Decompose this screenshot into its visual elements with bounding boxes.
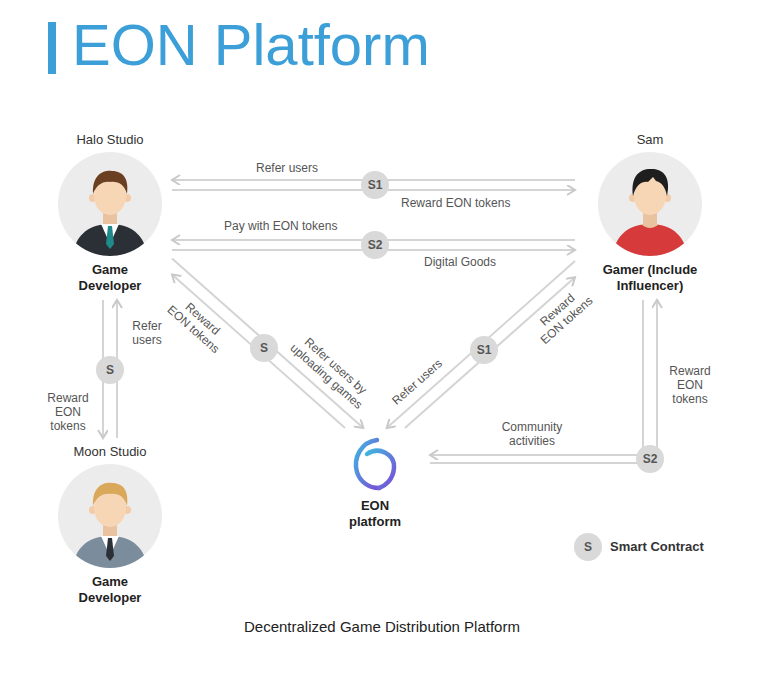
node-role: Gamer (Include Influencer): [580, 262, 720, 294]
avatar-illustration: [598, 152, 702, 256]
avatar-illustration: [58, 464, 162, 568]
edge-label: Refer users: [126, 319, 168, 347]
connector-arrow: [405, 277, 575, 428]
person-node: SamGamer (Include Influencer): [575, 126, 725, 300]
title-text: EON Platform: [72, 10, 430, 80]
smart-contract-circle: S1: [470, 336, 498, 364]
edge-label: Reward EON tokens: [400, 196, 511, 210]
eon-logo: [345, 434, 405, 494]
smart-contract-circle: S: [96, 356, 124, 384]
person-node: Halo StudioGame Developer: [48, 126, 172, 300]
edge-label: Refer users: [255, 161, 319, 175]
caption-text: Decentralized Game Distribution Platform: [244, 618, 520, 636]
node-name: Halo Studio: [76, 132, 143, 148]
node-name: Sam: [637, 132, 664, 148]
node-role: Game Developer: [68, 262, 152, 294]
node-role: EON platform: [337, 498, 413, 530]
edge-label: Pay with EON tokens: [223, 219, 338, 233]
person-node: Moon StudioGame Developer: [48, 438, 172, 612]
avatar-figure: [58, 464, 162, 568]
smart-contract-circle: S2: [636, 445, 664, 473]
node-name: Moon Studio: [74, 444, 147, 460]
smart-contract-circle: S: [574, 533, 602, 561]
edge-label: Reward EON tokens: [163, 290, 234, 357]
avatar-figure: [58, 152, 162, 256]
title-bar: [48, 22, 56, 74]
smart-contract-circle: S: [250, 334, 278, 362]
platform-node: EON platform: [320, 428, 430, 536]
edge-label: Reward EON tokens: [527, 281, 598, 348]
smart-contract-circle: S2: [361, 231, 389, 259]
legend-text: Smart Contract: [610, 539, 704, 555]
logo-figure: [345, 434, 405, 494]
edge-label: Reward EON tokens: [42, 391, 94, 433]
edge-label: Reward EON tokens: [664, 364, 716, 406]
avatar-illustration: [58, 152, 162, 256]
edge-label: Refer users by uploading games: [277, 321, 385, 421]
node-role: Game Developer: [68, 574, 152, 606]
smart-contract-circle: S1: [361, 171, 389, 199]
avatar-figure: [598, 152, 702, 256]
edge-label: Community activities: [496, 420, 568, 448]
edge-label: Digital Goods: [423, 255, 497, 269]
